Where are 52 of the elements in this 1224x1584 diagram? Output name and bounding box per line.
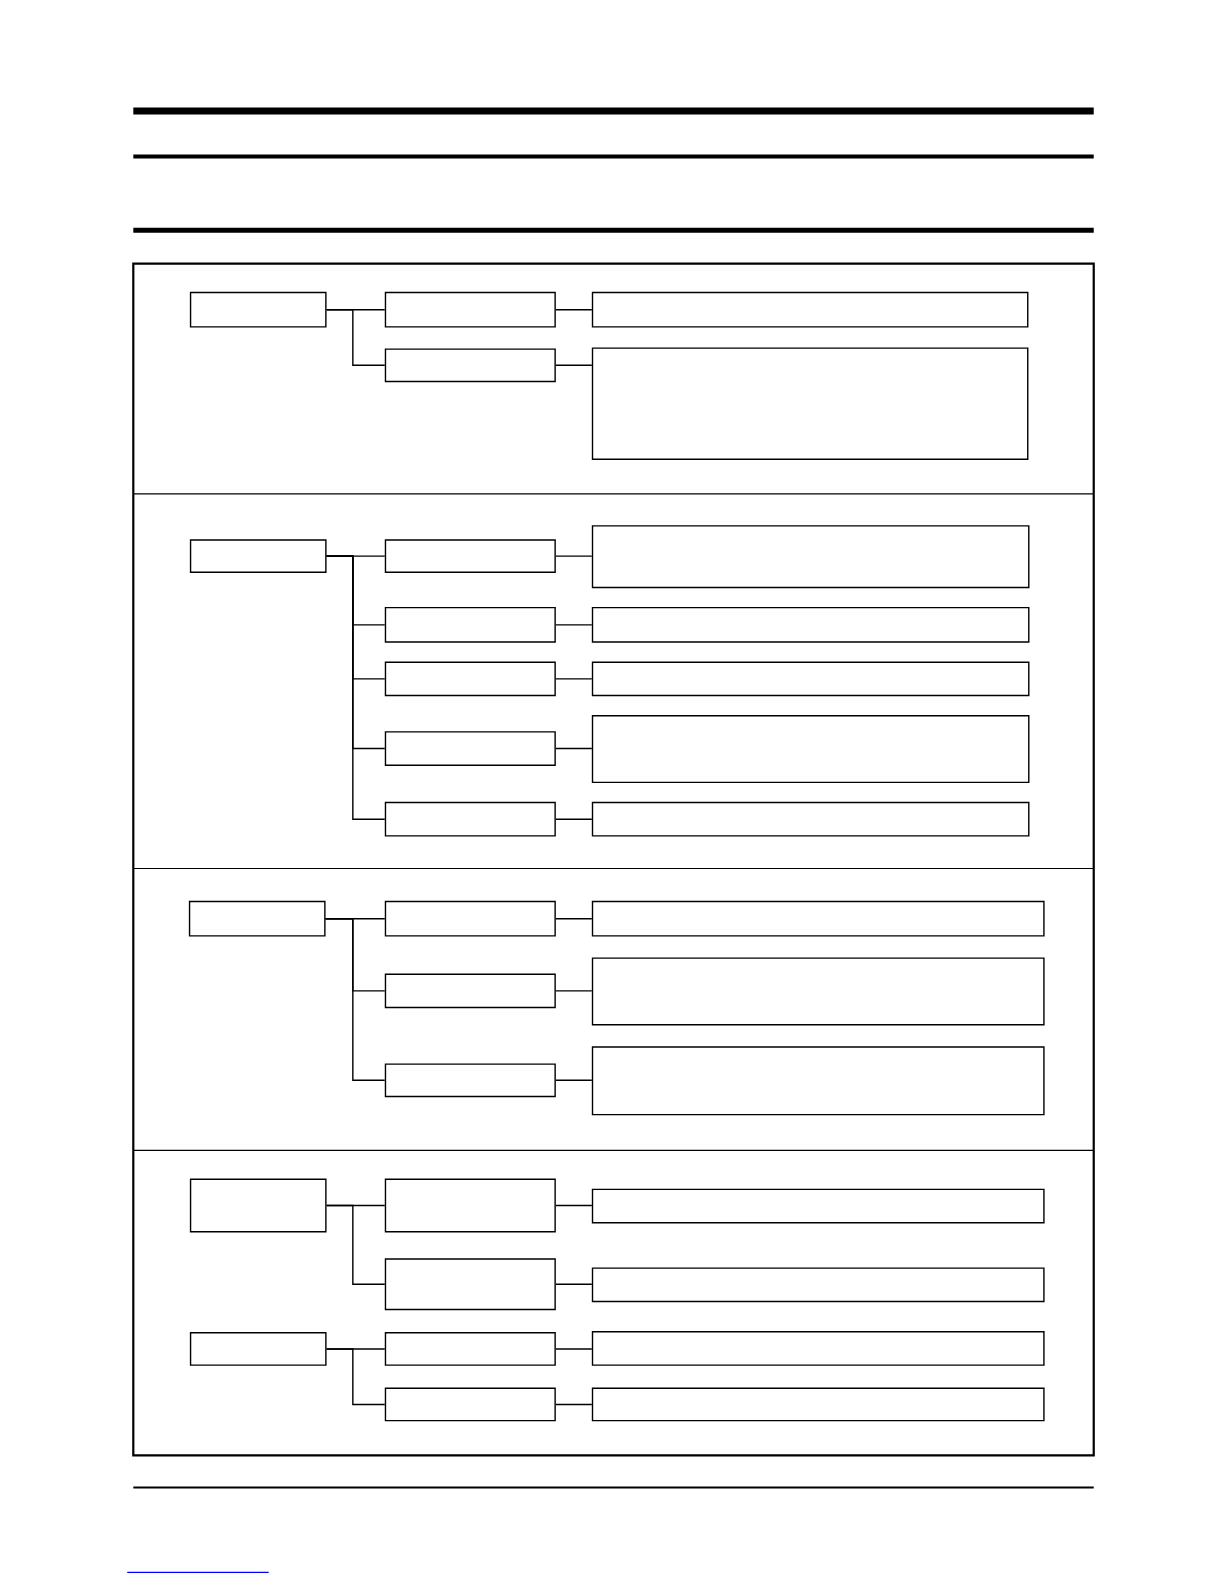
empty-box (591, 606, 1030, 643)
empty-box (591, 1387, 1045, 1422)
connector-line (555, 747, 593, 750)
empty-box (591, 347, 1029, 460)
connector-line (555, 309, 593, 311)
connector-line (555, 1283, 593, 1285)
empty-box (384, 291, 556, 328)
empty-box (384, 731, 556, 766)
empty-box (591, 1046, 1045, 1116)
connector-line (555, 555, 593, 557)
empty-box (591, 900, 1045, 937)
empty-box (591, 1267, 1045, 1303)
empty-box (591, 1331, 1045, 1366)
connector-line (324, 918, 386, 1081)
empty-box (591, 801, 1030, 837)
empty-box (591, 661, 1030, 697)
empty-box (384, 539, 556, 574)
connector-line (325, 1204, 386, 1285)
connector-line (555, 918, 593, 920)
empty-box (591, 525, 1030, 589)
empty-box (384, 1258, 556, 1311)
connector-line (555, 678, 593, 680)
empty-box (591, 291, 1029, 328)
connector-line (555, 1204, 593, 1207)
empty-box (384, 348, 556, 383)
connector-line (325, 555, 386, 820)
empty-box (591, 1188, 1045, 1224)
empty-box (189, 291, 327, 328)
empty-box (189, 1332, 327, 1366)
connector-line (555, 1079, 593, 1081)
empty-box (384, 801, 556, 837)
empty-box (384, 1387, 556, 1422)
connector-line (555, 990, 593, 992)
empty-box (384, 1332, 556, 1366)
empty-box (384, 1178, 556, 1233)
empty-box (384, 661, 556, 697)
empty-box (384, 973, 556, 1009)
empty-box (384, 1063, 556, 1098)
empty-box (189, 1178, 327, 1233)
empty-box (591, 957, 1045, 1026)
empty-box (188, 900, 326, 937)
empty-box (189, 539, 327, 574)
connector-line (555, 1403, 593, 1406)
connector-line (555, 1348, 593, 1350)
connector-line (325, 309, 386, 366)
connector-line (325, 1348, 386, 1406)
empty-box (384, 900, 556, 937)
empty-box (384, 606, 556, 643)
empty-box (591, 715, 1030, 784)
connector-line (555, 818, 593, 820)
connector-line (555, 624, 593, 626)
connector-line (555, 364, 593, 366)
